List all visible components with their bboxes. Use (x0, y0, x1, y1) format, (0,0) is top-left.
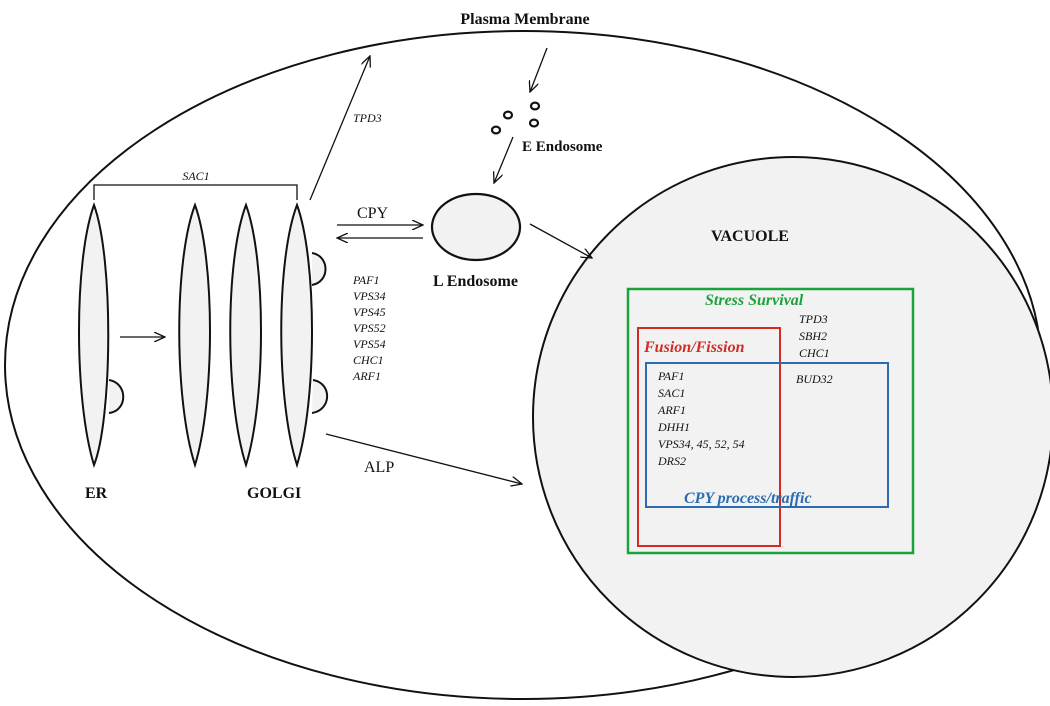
sac1-bracket (93, 184, 298, 200)
stress-gene: CHC1 (799, 346, 830, 360)
stress-gene: TPD3 (799, 312, 828, 326)
golgi-gene: VPS45 (353, 305, 386, 319)
cpy-label: CPY (357, 205, 389, 222)
cpy-gene: BUD32 (796, 372, 833, 386)
golgi-to-pm-arrow (309, 56, 370, 201)
golgi-label: GOLGI (247, 485, 301, 502)
l-endosome-label: L Endosome (433, 273, 518, 290)
er-cisterna (78, 202, 110, 469)
alp-arrow (325, 433, 522, 484)
fusion-gene: DRS2 (657, 454, 686, 468)
fusion-fission-box (637, 327, 781, 547)
l-endosome (430, 192, 522, 262)
vacuole-label: VACUOLE (711, 228, 789, 245)
stress-gene: SBH2 (799, 329, 827, 343)
golgi-bud-2 (311, 379, 328, 414)
cpy-process-title: CPY process/traffic (684, 490, 812, 507)
stress-survival-title: Stress Survival (705, 292, 804, 309)
stress-survival-box (626, 287, 915, 555)
fusion-gene: SAC1 (658, 386, 685, 400)
golgi-gene: PAF1 (352, 273, 379, 287)
golgi-gene-list: PAF1 VPS34 VPS45 VPS52 VPS54 CHC1 ARF1 (352, 273, 386, 383)
alp-label: ALP (364, 459, 394, 476)
er-label: ER (85, 485, 108, 502)
golgi-gene: VPS52 (353, 321, 386, 335)
fusion-gene: VPS34, 45, 52, 54 (658, 437, 745, 451)
e-endosome-vesicle (502, 110, 514, 120)
golgi-bud-1 (311, 252, 327, 286)
golgi-gene: VPS54 (353, 337, 386, 351)
fusion-gene: DHH1 (657, 420, 690, 434)
er-bud (108, 379, 125, 414)
vacuole (532, 156, 1050, 678)
e-endosome-vesicle (490, 125, 502, 135)
pm-to-e-endosome-arrow (530, 47, 548, 92)
e-to-l-endosome-arrow (494, 136, 514, 183)
golgi-cisterna-2 (229, 202, 262, 469)
l-endosome-to-vacuole-arrow (529, 223, 592, 258)
golgi-cisterna-3 (280, 202, 313, 469)
golgi-cisterna-1 (178, 202, 211, 469)
e-endosome-vesicle (529, 101, 541, 111)
tpd3-label: TPD3 (353, 111, 382, 125)
fusion-fission-title: Fusion/Fission (643, 339, 745, 356)
sac1-label: SAC1 (182, 169, 209, 183)
cpy-process-box (645, 362, 889, 508)
plasma-membrane-label: Plasma Membrane (460, 11, 589, 28)
fusion-gene: ARF1 (657, 403, 686, 417)
golgi-gene: CHC1 (353, 353, 384, 367)
fusion-gene: PAF1 (657, 369, 684, 383)
golgi-gene: ARF1 (352, 369, 381, 383)
golgi-gene: VPS34 (353, 289, 386, 303)
e-endosome-label: E Endosome (522, 139, 603, 155)
e-endosome-vesicle (528, 118, 540, 128)
